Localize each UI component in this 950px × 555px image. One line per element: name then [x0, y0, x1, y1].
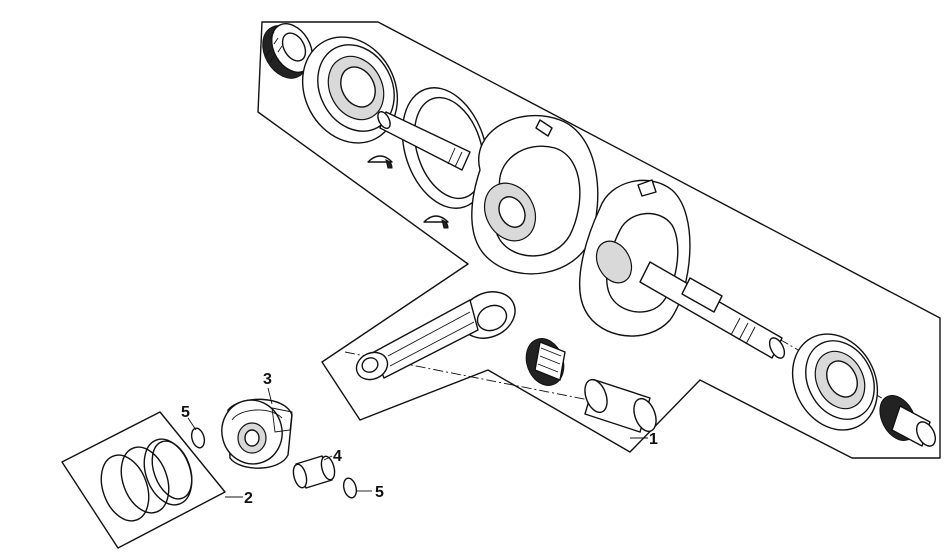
woodruff-key-lower: [423, 215, 449, 229]
leader-lines: [187, 387, 648, 498]
piston: [221, 398, 293, 469]
left-crank-web: [471, 115, 599, 275]
piston-rings: [100, 438, 193, 522]
left-shaft-stub: [377, 111, 471, 171]
circlip-left: [190, 427, 206, 449]
ball-bearing-right: [791, 333, 879, 431]
connecting-rod: [355, 291, 516, 381]
woodruff-key-upper: [367, 155, 393, 169]
circlip-right: [342, 477, 358, 499]
callout-2: 2: [244, 490, 253, 507]
crank-pin: [584, 378, 657, 433]
big-end-needle-bearing: [525, 338, 566, 386]
callout-4: 4: [333, 448, 342, 465]
crankshaft-assembly-frame: [257, 21, 941, 459]
ball-bearing-left: [301, 36, 399, 144]
callout-1: 1: [649, 431, 658, 448]
right-crankshaft: [639, 261, 786, 359]
needle-bearing-right: [879, 395, 937, 447]
needle-bearing-left: [262, 23, 313, 79]
callout-5-left: 5: [181, 404, 190, 421]
piston-ring-set-frame: [61, 411, 226, 549]
piston-pin: [292, 455, 336, 489]
callout-5-right: 5: [375, 484, 384, 501]
callout-3: 3: [263, 371, 272, 388]
